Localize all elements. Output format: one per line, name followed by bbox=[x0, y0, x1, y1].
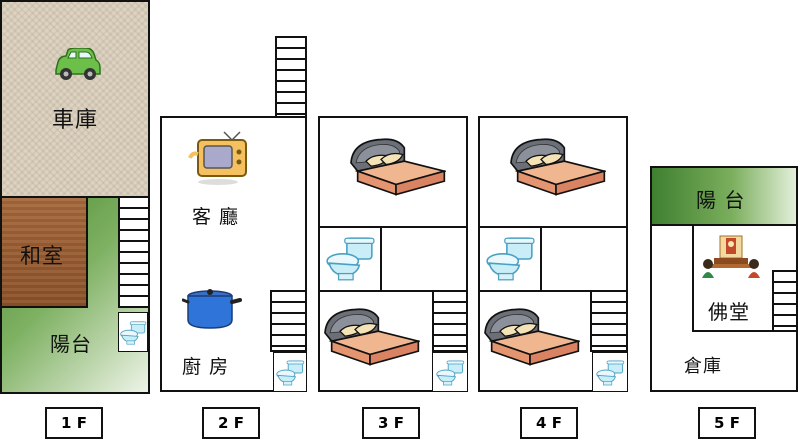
bed-icon bbox=[346, 130, 446, 204]
stairs-icon bbox=[275, 36, 307, 118]
stairs-icon bbox=[432, 290, 468, 352]
floor-tag-5f: 5 F bbox=[698, 407, 756, 439]
living-room-label: 客 廳 bbox=[192, 206, 240, 228]
toilet-4f bbox=[592, 352, 628, 392]
toilet-icon bbox=[119, 315, 147, 351]
pot-icon bbox=[182, 289, 242, 329]
floor-tag-1f: 1 F bbox=[45, 407, 103, 439]
bathroom-3f bbox=[318, 226, 382, 292]
bedroom-4f-top bbox=[478, 116, 628, 228]
storage-label: 倉庫 bbox=[684, 356, 722, 377]
stairs-icon bbox=[270, 290, 307, 352]
bed-icon bbox=[506, 130, 606, 204]
toilet-3f bbox=[432, 352, 468, 392]
shrine-label: 佛堂 bbox=[708, 300, 750, 324]
toilet-icon bbox=[275, 356, 305, 390]
toilet-icon bbox=[324, 234, 376, 284]
garage-label: 車庫 bbox=[52, 108, 99, 133]
car-icon bbox=[55, 48, 101, 80]
garage-room: 車庫 bbox=[0, 0, 150, 198]
closet-3f bbox=[380, 226, 468, 292]
bed-icon bbox=[480, 300, 580, 374]
kitchen-label: 廚 房 bbox=[182, 356, 230, 378]
bathroom-4f bbox=[478, 226, 542, 292]
tatami-label: 和室 bbox=[20, 244, 64, 268]
toilet-icon bbox=[484, 234, 536, 284]
floor-tag-3f: 3 F bbox=[362, 407, 420, 439]
toilet-icon bbox=[595, 356, 625, 390]
stairs-icon bbox=[590, 290, 628, 352]
toilet-2f bbox=[273, 352, 307, 392]
toilet-icon bbox=[435, 356, 465, 390]
toilet-1f bbox=[118, 312, 148, 352]
balcony-5f: 陽 台 bbox=[650, 166, 798, 226]
bed-icon bbox=[320, 300, 420, 374]
floor-tag-2f: 2 F bbox=[202, 407, 260, 439]
floor-tag-4f: 4 F bbox=[520, 407, 578, 439]
balcony-1f-label: 陽台 bbox=[50, 332, 92, 356]
stairs-icon bbox=[118, 196, 150, 308]
balcony-5f-label: 陽 台 bbox=[696, 188, 746, 212]
shrine-icon bbox=[702, 235, 760, 278]
tv-icon bbox=[188, 131, 247, 185]
tatami-room: 和室 bbox=[0, 196, 88, 308]
stairs-icon bbox=[772, 270, 798, 332]
bedroom-3f-top bbox=[318, 116, 468, 228]
